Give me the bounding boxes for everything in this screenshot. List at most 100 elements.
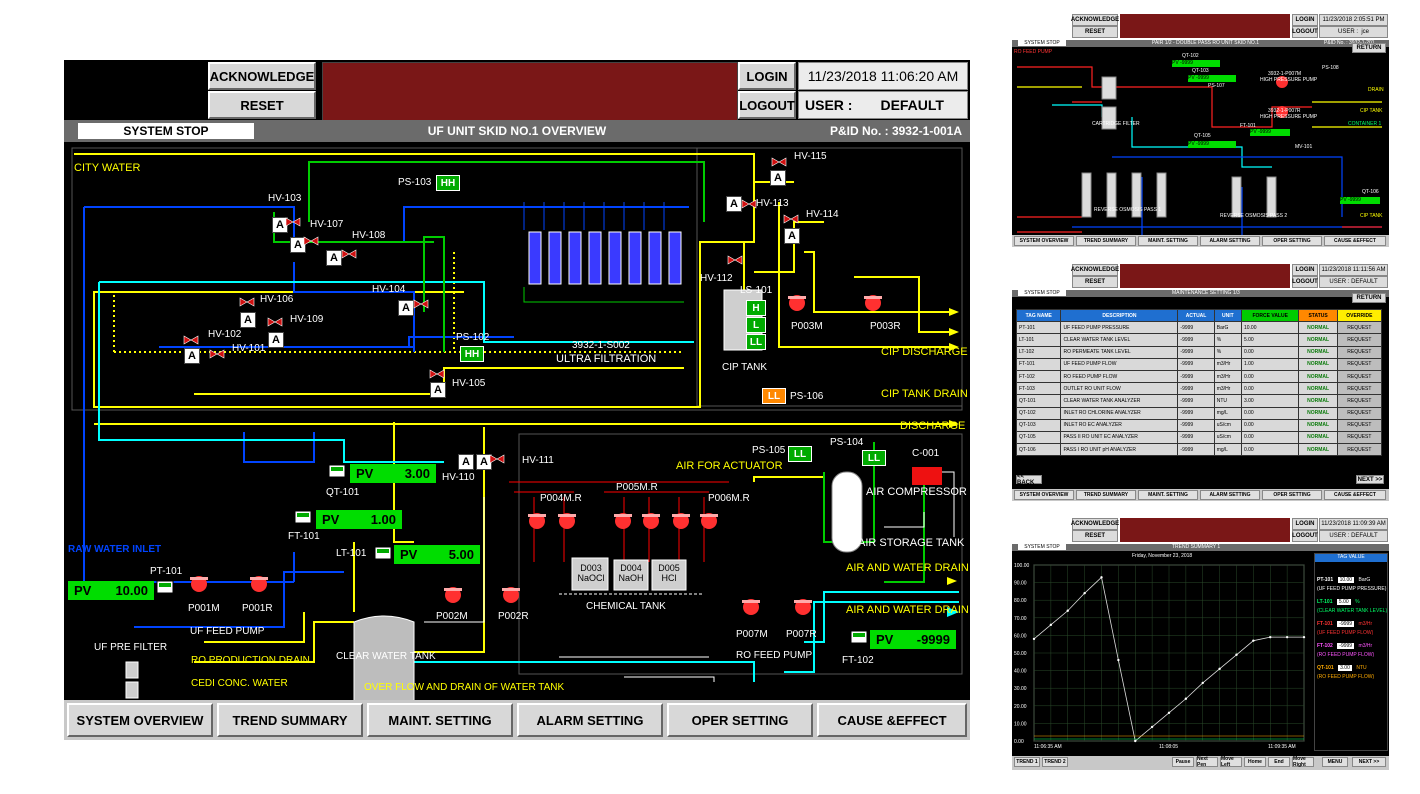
maint-nav-alarm-setting[interactable]: ALARM SETTING (1200, 490, 1260, 500)
override-request-button[interactable]: REQUEST (1336, 321, 1383, 335)
ro-qt-106-display[interactable]: PV -9999 (1340, 197, 1380, 204)
ls-101-high[interactable]: H (746, 300, 766, 316)
ro-nav-maint-setting[interactable]: MAINT. SETTING (1138, 236, 1198, 246)
end-button[interactable]: End (1268, 757, 1290, 767)
override-request-button[interactable]: REQUEST (1336, 443, 1383, 457)
ro-logout-button[interactable]: LOGOUT (1292, 26, 1318, 38)
pump-p004r[interactable] (556, 512, 578, 530)
nav-alarm-setting[interactable]: ALARM SETTING (517, 703, 663, 737)
hv-114-auto-indicator[interactable]: A (784, 228, 800, 244)
ro-ft-101-display[interactable]: PV -9999 (1250, 129, 1290, 136)
trend-login-button[interactable]: LOGIN (1292, 518, 1318, 530)
pump-p004m[interactable] (526, 512, 548, 530)
move-left-button[interactable]: Move Left (1220, 756, 1242, 768)
acknowledge-button[interactable]: ACKNOWLEDGE (208, 62, 316, 90)
ft-102-display[interactable]: PV-9999 (870, 630, 956, 649)
menu-button[interactable]: MENU (1322, 757, 1348, 767)
pump-p001r[interactable] (248, 575, 270, 593)
pump-p003m[interactable] (786, 294, 808, 312)
pump-p003r[interactable] (862, 294, 884, 312)
pump-p005m[interactable] (612, 512, 634, 530)
ro-nav-system-overview[interactable]: SYSTEM OVERVIEW (1014, 236, 1074, 246)
trend-acknowledge-button[interactable]: ACKNOWLEDGE (1071, 518, 1119, 530)
table-cell[interactable]: 0.00 (1240, 443, 1300, 457)
maint-login-button[interactable]: LOGIN (1292, 264, 1318, 276)
nav-system-overview[interactable]: SYSTEM OVERVIEW (67, 703, 213, 737)
pump-p007m[interactable] (740, 598, 762, 616)
ro-nav-cause-effect[interactable]: CAUSE &EFFECT (1324, 236, 1386, 246)
reset-button[interactable]: RESET (208, 91, 316, 119)
maint-nav-maint-setting[interactable]: MAINT. SETTING (1138, 490, 1198, 500)
ps-103-status[interactable]: HH (436, 175, 460, 191)
hv-107-auto-indicator[interactable]: A (290, 237, 306, 253)
trend-1-button[interactable]: TREND 1 (1014, 757, 1040, 767)
maint-reset-button[interactable]: RESET (1072, 276, 1118, 288)
override-request-button[interactable]: REQUEST (1336, 418, 1383, 432)
maint-nav-trend-summary[interactable]: TREND SUMMARY (1076, 490, 1136, 500)
ro-return-button[interactable]: RETURN (1352, 43, 1386, 53)
override-request-button[interactable]: REQUEST (1336, 430, 1383, 445)
hv-102-auto-indicator[interactable]: A (184, 348, 200, 364)
ps-106-status[interactable]: LL (762, 388, 786, 404)
table-cell[interactable]: 3.00 (1240, 394, 1300, 408)
table-cell[interactable]: 0.00 (1240, 369, 1300, 384)
nav-cause-effect[interactable]: CAUSE &EFFECT (817, 703, 967, 737)
ro-login-button[interactable]: LOGIN (1292, 14, 1318, 26)
ro-acknowledge-button[interactable]: ACKNOWLEDGE (1071, 14, 1119, 26)
nav-trend-summary[interactable]: TREND SUMMARY (217, 703, 363, 737)
trend-chart[interactable]: 100.0090.0080.0070.0060.0050.0040.0030.0… (1012, 559, 1312, 751)
ro-qt-103-display[interactable]: PV -9999 (1188, 75, 1236, 82)
table-cell[interactable]: 1.00 (1240, 357, 1300, 371)
override-request-button[interactable]: REQUEST (1336, 382, 1383, 396)
pump-p006r[interactable] (698, 512, 720, 530)
hv-108-auto-indicator[interactable]: A (326, 250, 342, 266)
pump-p002r[interactable] (500, 586, 522, 604)
nav-maint-setting[interactable]: MAINT. SETTING (367, 703, 513, 737)
override-request-button[interactable]: REQUEST (1336, 369, 1383, 384)
trend-reset-button[interactable]: RESET (1072, 530, 1118, 542)
maint-nav-system-overview[interactable]: SYSTEM OVERVIEW (1014, 490, 1074, 500)
maint-acknowledge-button[interactable]: ACKNOWLEDGE (1071, 264, 1119, 276)
hv-109-auto-indicator[interactable]: A (268, 332, 284, 348)
pump-p001m[interactable] (188, 575, 210, 593)
table-cell[interactable]: 10.00 (1240, 321, 1300, 335)
maint-back-button[interactable]: << BACK (1016, 474, 1042, 486)
nav-oper-setting[interactable]: OPER SETTING (667, 703, 813, 737)
pump-p002m[interactable] (442, 586, 464, 604)
hv-115-auto-indicator[interactable]: A (770, 170, 786, 186)
ro-reset-button[interactable]: RESET (1072, 26, 1118, 38)
override-request-button[interactable]: REQUEST (1336, 406, 1383, 420)
pump-p007r[interactable] (792, 598, 814, 616)
maint-return-button[interactable]: RETURN (1352, 293, 1386, 303)
table-cell[interactable]: 0.00 (1240, 430, 1300, 445)
maint-next-button[interactable]: NEXT >> (1356, 475, 1384, 484)
ro-nav-oper-setting[interactable]: OPER SETTING (1262, 236, 1322, 246)
pause-button[interactable]: Pause (1172, 757, 1194, 767)
trend-logout-button[interactable]: LOGOUT (1292, 530, 1318, 542)
pump-p006m[interactable] (670, 512, 692, 530)
hv-110-auto-indicator[interactable]: A (458, 454, 474, 470)
table-cell[interactable]: 0.00 (1240, 345, 1300, 359)
hv-105-auto-indicator[interactable]: A (430, 382, 446, 398)
ro-qt-105-display[interactable]: PV -9999 (1188, 141, 1236, 148)
hv-113-auto-indicator[interactable]: A (726, 196, 742, 212)
ro-nav-trend-summary[interactable]: TREND SUMMARY (1076, 236, 1136, 246)
table-cell[interactable]: 0.00 (1240, 406, 1300, 420)
hv-106-auto-indicator[interactable]: A (240, 312, 256, 328)
maint-nav-cause-effect[interactable]: CAUSE &EFFECT (1324, 490, 1386, 500)
logout-button[interactable]: LOGOUT (738, 91, 796, 119)
move-right-button[interactable]: Move Right (1292, 756, 1314, 768)
ps-105-status[interactable]: LL (788, 446, 812, 462)
trend-2-button[interactable]: TREND 2 (1042, 757, 1068, 767)
table-cell[interactable]: 0.00 (1240, 418, 1300, 432)
table-cell[interactable]: 0.00 (1240, 382, 1300, 396)
trend-next-button[interactable]: NEXT >> (1352, 757, 1386, 767)
next-pen-button[interactable]: Next Pen (1196, 756, 1218, 768)
override-request-button[interactable]: REQUEST (1336, 345, 1383, 359)
